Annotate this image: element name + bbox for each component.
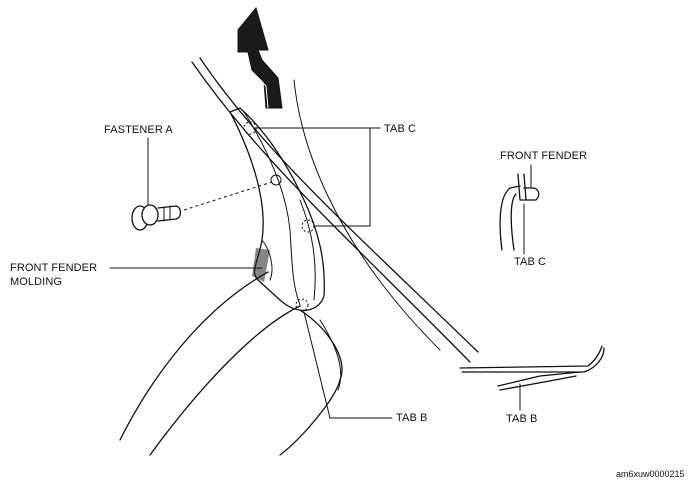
fastener-hole <box>270 174 282 186</box>
leader-lines <box>109 127 393 419</box>
fender-body <box>119 271 343 456</box>
front-fender-molding-label-line1: FRONT FENDER <box>10 262 98 274</box>
bent-arrow-up-icon <box>237 6 283 109</box>
fastener-a-icon <box>131 204 182 231</box>
front-fender-molding-label-line2: MOLDING <box>10 276 63 288</box>
detail-tab-b <box>459 345 605 411</box>
detail-front-fender-label: FRONT FENDER <box>500 150 588 162</box>
fastener-insertion-path <box>183 181 273 211</box>
pillar-lines <box>191 57 479 363</box>
front-fender-molding <box>229 107 325 311</box>
tab-c-lower-marker <box>301 219 315 233</box>
tab-markers <box>243 121 315 312</box>
figure-id: am6xuw0000215 <box>616 469 685 479</box>
detail-tab-c <box>499 164 540 255</box>
tab-c-label: TAB C <box>384 123 417 135</box>
tab-b-marker <box>295 298 309 312</box>
fastener-a-label: FASTENER A <box>104 124 173 136</box>
detail-tab-c-label: TAB C <box>514 256 547 268</box>
tab-b-label: TAB B <box>396 412 428 424</box>
detail-tab-b-label: TAB B <box>506 413 538 425</box>
